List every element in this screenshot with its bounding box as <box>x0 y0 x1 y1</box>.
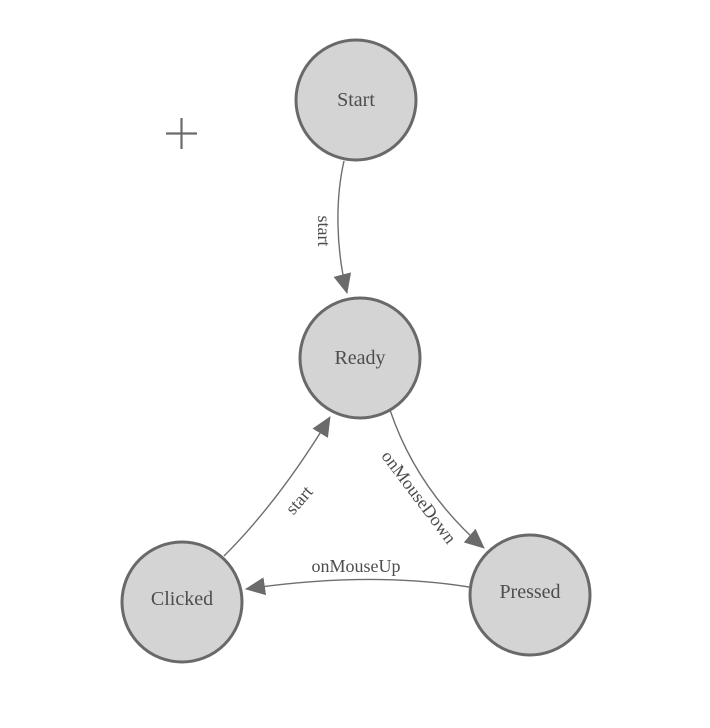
edge-label-start-ready: start <box>314 216 334 247</box>
edge-label-onmouseup: onMouseUp <box>312 556 401 576</box>
node-clicked[interactable]: Clicked <box>120 540 244 664</box>
edge-clicked-to-ready[interactable]: start <box>223 416 331 557</box>
node-clicked-label: Clicked <box>151 588 213 610</box>
origin-plus-icon <box>166 118 197 149</box>
edge-start-to-ready[interactable]: start <box>314 160 352 294</box>
node-pressed[interactable]: Pressed <box>468 533 592 657</box>
node-start[interactable]: Start <box>294 38 418 162</box>
node-start-label: Start <box>337 89 375 111</box>
edge-label-onmousedown: onMouseDown <box>378 447 461 548</box>
node-ready[interactable]: Ready <box>298 296 422 420</box>
node-ready-label: Ready <box>334 347 385 369</box>
edge-label-start-clicked-ready: start <box>281 482 316 519</box>
edge-pressed-to-clicked[interactable]: onMouseUp <box>245 556 470 596</box>
node-pressed-label: Pressed <box>499 581 560 603</box>
edge-ready-to-pressed[interactable]: onMouseDown <box>378 409 485 549</box>
